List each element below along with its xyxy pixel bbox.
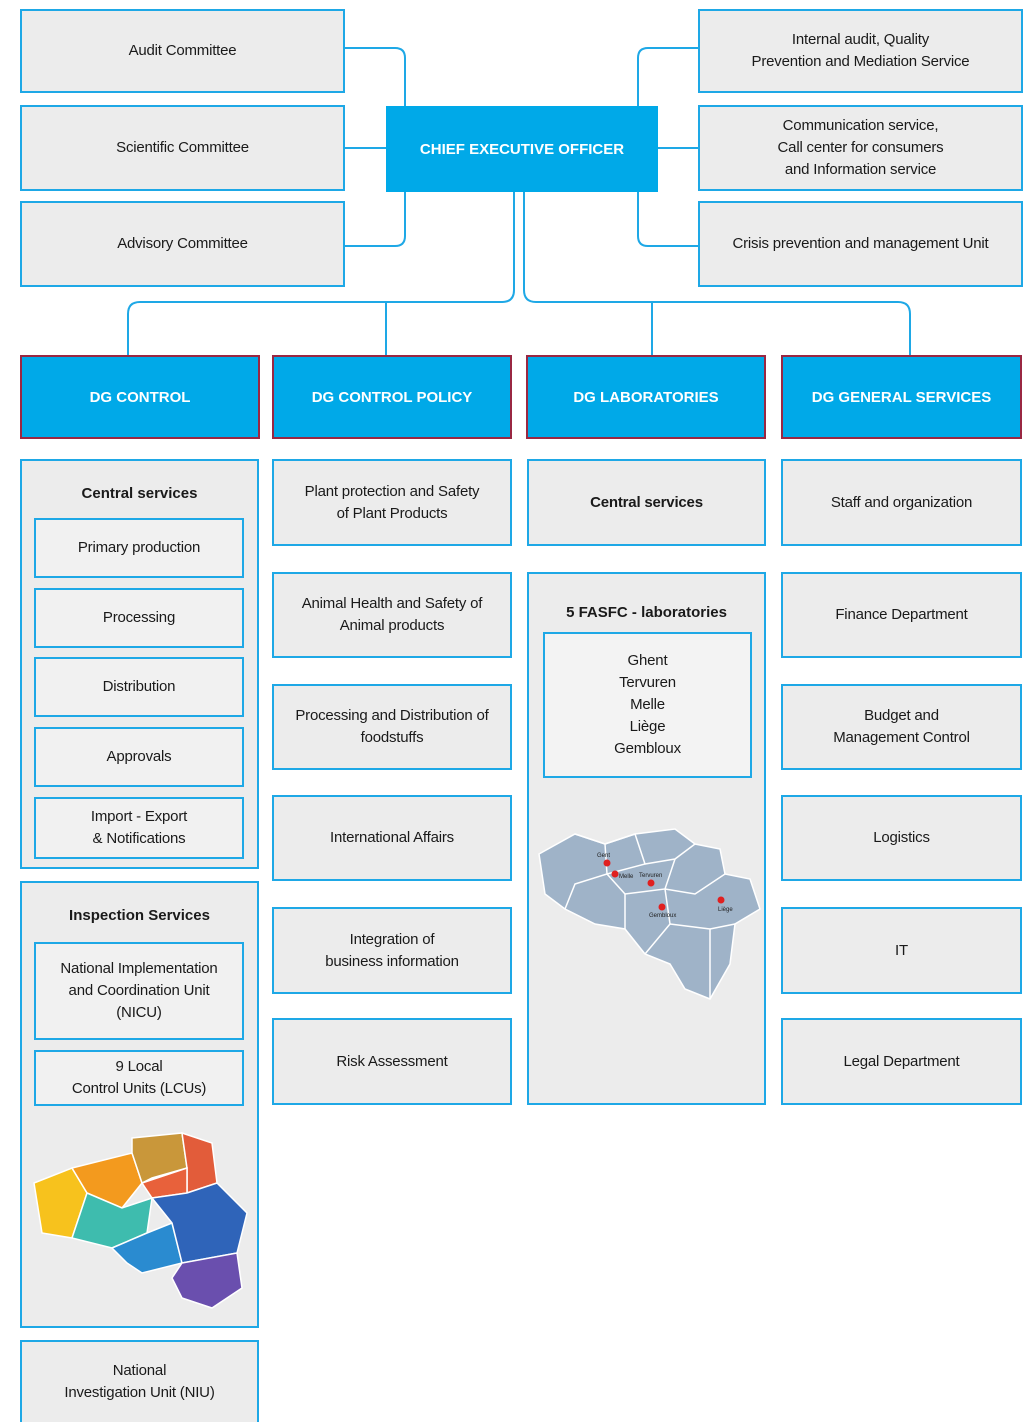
plant-protection-box: Plant protection and Safety of Plant Pro… — [272, 459, 512, 546]
central-services-panel: Central services Primary production Proc… — [20, 459, 259, 869]
lab-dot-gembloux — [658, 903, 666, 911]
international-affairs-box: International Affairs — [272, 795, 512, 881]
map-label-tervuren: Tervuren — [639, 873, 662, 879]
lab-dot-liege — [717, 896, 725, 904]
labs-panel: 5 FASFC - laboratories Ghent Tervuren Me… — [527, 572, 766, 1105]
inspection-services-title: Inspection Services — [69, 907, 210, 924]
distribution-box: Distribution — [34, 657, 244, 717]
staff-organization-box: Staff and organization — [781, 459, 1022, 546]
dg-laboratories-header: DG LABORATORIES — [526, 355, 766, 439]
lcu-map-image — [33, 1131, 248, 1309]
communication-service-box: Communication service, Call center for c… — [698, 105, 1023, 191]
processing-distribution-box: Processing and Distribution of foodstuff… — [272, 684, 512, 770]
labs-map-image: Gent Melle Tervuren Gembloux Liège — [538, 828, 761, 1000]
import-export-box: Import - Export & Notifications — [34, 797, 244, 859]
inspection-services-panel: Inspection Services National Implementat… — [20, 881, 259, 1328]
budget-management-box: Budget and Management Control — [781, 684, 1022, 770]
map-label-melle: Melle — [619, 874, 634, 880]
lab-central-services-box: Central services — [527, 459, 766, 546]
dg-general-services-header: DG GENERAL SERVICES — [781, 355, 1022, 439]
niu-box: National Investigation Unit (NIU) — [20, 1340, 259, 1422]
processing-box: Processing — [34, 588, 244, 648]
central-services-title: Central services — [81, 485, 198, 502]
lcu-box: 9 Local Control Units (LCUs) — [34, 1050, 244, 1106]
labs-title: 5 FASFC - laboratories — [566, 604, 727, 621]
lab-dot-tervuren — [647, 879, 655, 887]
labs-list-box: Ghent Tervuren Melle Liège Gembloux — [543, 632, 752, 778]
map-label-gent: Gent — [597, 853, 610, 859]
advisory-committee-box: Advisory Committee — [20, 201, 345, 287]
scientific-committee-box: Scientific Committee — [20, 105, 345, 191]
dg-control-policy-header: DG CONTROL POLICY — [272, 355, 512, 439]
it-box: IT — [781, 907, 1022, 994]
internal-audit-box: Internal audit, Quality Prevention and M… — [698, 9, 1023, 93]
finance-department-box: Finance Department — [781, 572, 1022, 658]
nicu-box: National Implementation and Coordination… — [34, 942, 244, 1040]
map-label-gembloux: Gembloux — [649, 913, 676, 919]
logistics-box: Logistics — [781, 795, 1022, 881]
ceo-box: CHIEF EXECUTIVE OFFICER — [386, 106, 658, 192]
animal-health-box: Animal Health and Safety of Animal produ… — [272, 572, 512, 658]
crisis-unit-box: Crisis prevention and management Unit — [698, 201, 1023, 287]
legal-department-box: Legal Department — [781, 1018, 1022, 1105]
risk-assessment-box: Risk Assessment — [272, 1018, 512, 1105]
dg-control-header: DG CONTROL — [20, 355, 260, 439]
lab-dot-gent — [603, 859, 611, 867]
lab-dot-melle — [611, 870, 619, 878]
audit-committee-box: Audit Committee — [20, 9, 345, 93]
primary-production-box: Primary production — [34, 518, 244, 578]
approvals-box: Approvals — [34, 727, 244, 787]
map-label-liege: Liège — [718, 907, 733, 913]
integration-business-box: Integration of business information — [272, 907, 512, 994]
